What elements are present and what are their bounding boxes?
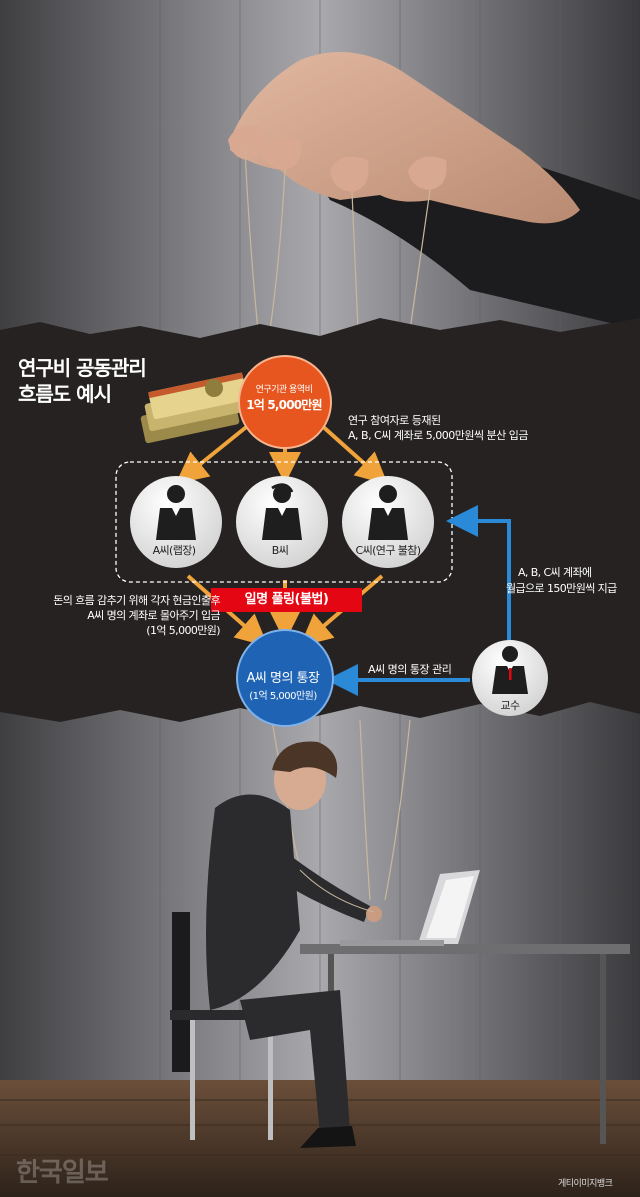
money-stack-icon [140, 372, 248, 444]
fund-amount: 1억 5,000만원 [246, 398, 322, 412]
person-c [342, 476, 434, 568]
puppeteer-hand [228, 52, 580, 224]
recipients-group-box [115, 461, 453, 583]
distribution-note-line2: A, B, C씨 계좌로 5,000만원씩 분산 입금 [348, 429, 529, 442]
illegal-pooling-badge: 일명 풀링(불법) [211, 588, 362, 612]
professor-label: 교수 [500, 699, 520, 712]
person-a-label: A씨(랩장) [152, 544, 196, 557]
person-c-label: C씨(연구 불참) [355, 544, 422, 557]
diagram-title-line2: 흐름도 예시 [18, 382, 112, 406]
salary-note-line2: 월급으로 150만원씩 지급 [506, 582, 617, 595]
account-circle [236, 629, 334, 727]
fund-circle [238, 355, 332, 449]
salary-note-line1: A, B, C씨 계좌에 [518, 566, 592, 579]
pooling-note-line2: A씨 명의 계좌로 몰아주기 입금 [87, 609, 220, 622]
hankook-ilbo-logo: 한국일보 [16, 1158, 109, 1188]
management-note: A씨 명의 통장 관리 [368, 663, 452, 676]
person-b [236, 476, 328, 568]
fund-label: 연구기관 용역비 [255, 385, 313, 395]
pooling-note-line1: 돈의 흐름 감추기 위해 각자 현금인출후 [53, 594, 220, 607]
account-title: A씨 명의 통장 [246, 671, 320, 686]
diagram-title-line1: 연구비 공동관리 [18, 356, 147, 380]
pooling-note-line3: (1억 5,000만원) [146, 624, 220, 637]
puppet-strings [244, 149, 431, 901]
man-at-laptop [170, 741, 630, 1148]
distribution-note-line1: 연구 참여자로 등재된 [348, 414, 441, 427]
salary-arrow [446, 505, 511, 640]
lower-strings [299, 869, 375, 913]
account-amount: (1억 5,000만원) [249, 691, 317, 702]
image-credit: 게티이미지뱅크 [558, 1179, 613, 1189]
person-b-label: B씨 [271, 544, 289, 557]
professor [472, 640, 548, 716]
person-a [130, 476, 222, 568]
